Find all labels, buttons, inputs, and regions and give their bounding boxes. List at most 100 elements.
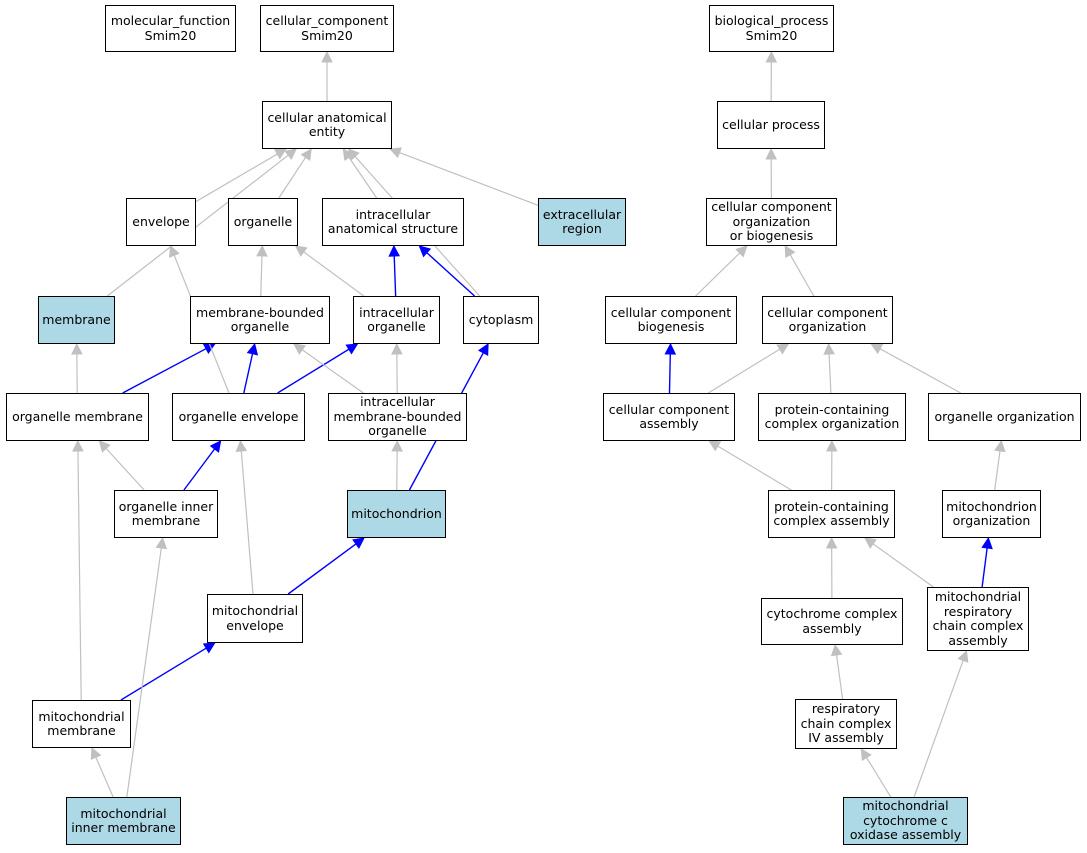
node-mitochondrial-inner-membrane[interactable]: mitochondrial inner membrane — [66, 797, 181, 845]
edge-mitochondrial_membrane-to-organelle_membrane — [77, 450, 82, 701]
edge-mito_cox_assembly-to-mito_resp_chain_assembly — [913, 660, 964, 798]
edge-organelle-to-cellular_anatomical_entity — [278, 157, 307, 199]
node-intracellular-organelle[interactable]: intracellular organelle — [353, 296, 440, 344]
edge-mito_resp_chain_assembly-to-mitochondrion_organization — [981, 547, 988, 588]
node-organelle-envelope[interactable]: organelle envelope — [172, 393, 305, 441]
edge-arrowhead — [784, 245, 796, 259]
node-protein-containing-complex-organization[interactable]: protein-containing complex organization — [758, 393, 906, 441]
edge-arrowhead — [776, 343, 790, 355]
edge-arrowhead — [321, 50, 333, 63]
edge-mitochondrial_membrane-to-mitochondrial_envelope — [120, 647, 207, 701]
edge-mitochondrion_organization-to-organelle_organization — [994, 450, 1001, 491]
node-cytoplasm[interactable]: cytoplasm — [463, 296, 539, 344]
edge-intracellular_mbo-to-membrane_bounded_organelle — [301, 349, 364, 394]
node-extracellular-region[interactable]: extracellular region — [538, 198, 626, 246]
node-membrane[interactable]: membrane — [38, 296, 115, 344]
edge-extracellular_region-to-cellular_anatomical_entity — [399, 151, 539, 206]
node-molecular-function[interactable]: molecular_function Smim20 — [105, 5, 236, 52]
node-membrane-bounded-organelle[interactable]: membrane-bounded organelle — [190, 296, 330, 344]
node-mitochondrial-cytochrome-c-oxidase-assembly[interactable]: mitochondrial cytochrome c oxidase assem… — [843, 797, 968, 845]
edge-arrowhead — [830, 643, 843, 657]
node-organelle-inner-membrane[interactable]: organelle inner membrane — [114, 490, 218, 538]
node-organelle-membrane[interactable]: organelle membrane — [6, 393, 149, 441]
edge-arrowhead — [957, 649, 969, 663]
node-mitochondrial-membrane[interactable]: mitochondrial membrane — [32, 700, 131, 748]
edge-organelle_envelope-to-intracellular_organelle — [277, 348, 350, 394]
node-intracellular-anatomical-structure[interactable]: intracellular anatomical structure — [322, 198, 464, 246]
edge-envelope-to-cellular_anatomical_entity — [195, 153, 278, 203]
node-respiratory-chain-complex-iv-assembly[interactable]: respiratory chain complex IV assembly — [795, 699, 897, 749]
edge-arrowhead — [418, 245, 432, 258]
edge-organelle_envelope-to-membrane_bounded_organelle — [243, 353, 254, 394]
node-cellular-process[interactable]: cellular process — [717, 101, 825, 149]
edge-cc_biogenesis-to-cc_org_or_biogenesis — [695, 252, 741, 297]
edge-arrowhead — [155, 536, 168, 550]
node-cellular-component-organization-or-biogenesis[interactable]: cellular component organization or bioge… — [706, 198, 837, 246]
edge-membrane-to-cellular_anatomical_entity — [106, 154, 289, 297]
edge-arrowhead — [235, 439, 248, 452]
edge-membrane_bounded_organelle-to-organelle — [260, 255, 263, 297]
edge-arrowhead — [256, 244, 268, 257]
edge-cc_assembly-to-cc_biogenesis — [668, 353, 671, 394]
edge-mito_inner_membrane-to-mitochondrial_membrane — [95, 756, 114, 798]
edge-arrowhead — [823, 342, 835, 355]
edge-arrowhead — [71, 342, 83, 355]
node-cellular-component[interactable]: cellular_component Smim20 — [260, 5, 394, 52]
edge-arrowhead — [342, 148, 355, 161]
edge-pc_organization-to-cc_organization — [828, 353, 832, 394]
edge-organelle_membrane-to-membrane_bounded_organelle — [122, 348, 207, 394]
edge-arrowhead — [293, 343, 306, 355]
edge-arrowhead — [389, 147, 402, 159]
edge-arrowhead — [347, 148, 360, 161]
edge-arrowhead — [708, 440, 722, 452]
edge-arrowhead — [209, 440, 222, 453]
edge-arrowhead — [90, 746, 102, 760]
node-protein-containing-complex-assembly[interactable]: protein-containing complex assembly — [768, 490, 895, 538]
edge-arrowhead — [98, 440, 111, 453]
node-mitochondrial-envelope[interactable]: mitochondrial envelope — [207, 594, 303, 643]
edge-organelle_inner_membrane-to-organelle_membrane — [105, 447, 145, 491]
node-organelle-organization[interactable]: organelle organization — [928, 393, 1081, 441]
edge-arrowhead — [994, 439, 1006, 453]
edge-arrowhead — [294, 245, 308, 257]
edge-mito_cox_assembly-to-resp_chain_iv_assembly — [866, 757, 892, 798]
edge-cc_assembly-to-cc_organization — [707, 348, 781, 394]
edge-arrowhead — [345, 343, 359, 355]
edge-cytoplasm-to-intracellular_anatomical_structure — [426, 252, 476, 297]
edge-arrowhead — [765, 147, 778, 160]
edge-arrowhead — [864, 537, 877, 549]
edge-mito_inner_membrane-to-organelle_inner_membrane — [126, 547, 162, 798]
edge-arrowhead — [72, 439, 84, 452]
node-intracellular-membrane-bounded-organelle[interactable]: intracellular membrane-bounded organelle — [328, 393, 467, 441]
node-cellular-component-biogenesis[interactable]: cellular component biogenesis — [605, 296, 737, 344]
node-mitochondrion[interactable]: mitochondrion — [347, 490, 446, 538]
node-envelope[interactable]: envelope — [126, 198, 196, 246]
edge-organelle_inner_membrane-to-organelle_envelope — [183, 448, 216, 491]
node-cellular-component-assembly[interactable]: cellular component assembly — [603, 393, 735, 441]
edge-organelle_organization-to-cc_organization — [879, 348, 961, 394]
node-cytochrome-complex-assembly[interactable]: cytochrome complex assembly — [761, 598, 903, 645]
edge-arrowhead — [870, 343, 884, 355]
edge-arrowhead — [273, 148, 287, 160]
edge-arrowhead — [202, 642, 216, 654]
edge-intracellular_organelle-to-organelle — [303, 251, 365, 297]
node-cellular-component-organization[interactable]: cellular component organization — [762, 296, 893, 344]
node-mitochondrion-organization[interactable]: mitochondrion organization — [942, 490, 1041, 538]
node-mitochondrial-respiratory-chain-complex-assembly[interactable]: mitochondrial respiratory chain complex … — [927, 587, 1029, 651]
edge-arrowhead — [477, 343, 489, 357]
edge-pc_assembly-to-cc_assembly — [717, 445, 792, 491]
edge-arrowhead — [981, 536, 993, 550]
edge-cc_organization-to-cc_org_or_biogenesis — [789, 254, 815, 297]
edge-mito_resp_chain_assembly-to-pc_assembly — [872, 543, 934, 588]
edge-intracellular_organelle-to-intracellular_anatomical_structure — [393, 255, 397, 297]
node-cellular-anatomical-entity[interactable]: cellular anatomical entity — [262, 101, 392, 149]
edge-arrowhead — [169, 244, 180, 258]
node-organelle[interactable]: organelle — [228, 198, 298, 246]
edge-arrowhead — [246, 342, 259, 356]
edge-arrowhead — [860, 748, 872, 761]
edge-arrowhead — [284, 148, 298, 161]
node-biological-process[interactable]: biological_process Smim20 — [709, 5, 834, 52]
edge-arrowhead — [352, 537, 365, 549]
